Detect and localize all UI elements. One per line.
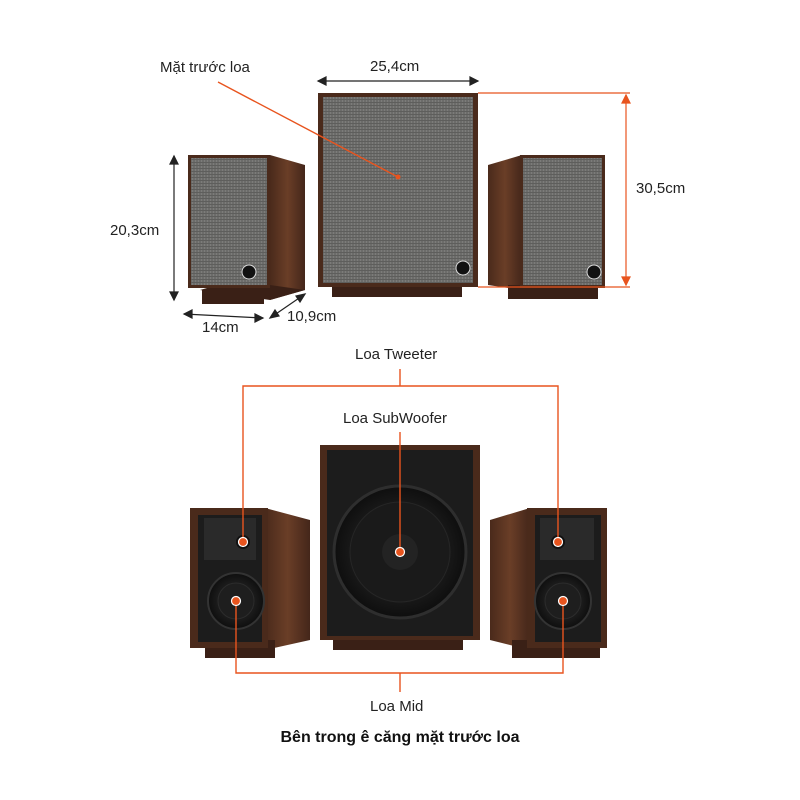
figure-caption: Bên trong ê căng mặt trước loa — [280, 729, 520, 746]
front-panel-label: Mặt trước loa — [160, 59, 250, 76]
tweeter-left-dot — [237, 536, 249, 548]
klipsch-logo — [455, 260, 471, 276]
mid-label: Loa Mid — [370, 698, 424, 715]
subwoofer-width-label: 25,4cm — [370, 58, 420, 75]
mid-right-dot — [557, 595, 569, 607]
subwoofer-speaker — [318, 93, 478, 297]
left-satellite-speaker — [188, 155, 305, 304]
subwoofer-height-label: 30,5cm — [636, 180, 686, 197]
front-label-pointer — [217, 81, 401, 180]
mid-left-dot — [230, 595, 242, 607]
sub-height-dimension — [478, 92, 631, 288]
satellite-depth-label: 10,9cm — [287, 308, 337, 325]
subwoofer-label: Loa SubWoofer — [343, 410, 447, 427]
dimension-lines — [169, 76, 480, 323]
left-satellite-open — [190, 508, 310, 658]
subwoofer-grille — [323, 97, 473, 283]
satellite-width-label: 14cm — [202, 319, 239, 336]
tweeter-label: Loa Tweeter — [355, 346, 438, 363]
callout-dots — [230, 536, 569, 607]
callout-lines — [235, 369, 564, 692]
satellite-height-label: 20,3cm — [110, 222, 160, 239]
left-satellite-grille — [191, 158, 267, 285]
right-satellite-grille — [523, 158, 602, 285]
tweeter-right-dot — [552, 536, 564, 548]
klipsch-logo — [241, 264, 257, 280]
subwoofer-dot — [394, 546, 406, 558]
klipsch-logo — [586, 264, 602, 280]
right-satellite-open — [490, 508, 607, 658]
right-satellite-speaker — [488, 155, 605, 299]
